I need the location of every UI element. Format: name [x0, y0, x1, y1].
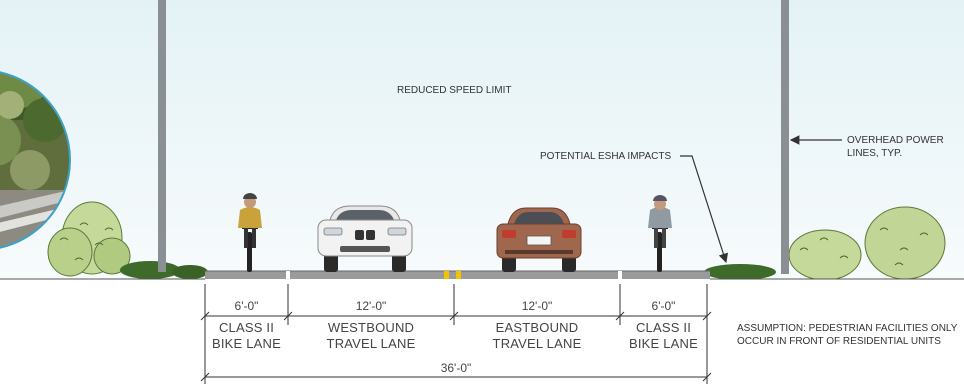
assumption-note: ASSUMPTION: PEDESTRIAN FACILITIES ONLY O… — [737, 322, 957, 348]
left-shrubs — [47, 201, 208, 279]
speed-limit-label: REDUCED SPEED LIMIT — [397, 85, 512, 96]
power-lines-label-line2: LINES, TYP. — [847, 148, 903, 159]
center-line-west — [444, 271, 449, 279]
lane-width-eastbound: 12'-0" — [521, 299, 553, 313]
lane-label-bike-left-line2: BIKE LANE — [212, 336, 281, 351]
bike-lane-stripe-left — [286, 271, 290, 279]
westbound-car — [317, 205, 413, 272]
lane-label-bike-right-line1: CLASS II — [635, 320, 692, 335]
lane-label-westbound-line1: WESTBOUND — [327, 320, 415, 335]
esha-impacts-label: POTENTIAL ESHA IMPACTS — [540, 151, 672, 162]
eastbound-car — [496, 207, 582, 272]
lane-width-bike-left: 6'-0" — [234, 299, 259, 313]
left-cyclist — [238, 193, 262, 272]
lane-width-bike-right: 6'-0" — [651, 299, 676, 313]
lane-label-bike-left-line1: CLASS II — [218, 320, 275, 335]
lane-label-bike-right-line2: BIKE LANE — [629, 336, 698, 351]
bike-lane-stripe-right — [618, 271, 622, 279]
right-utility-pole — [781, 0, 789, 274]
lane-label-westbound-line2: TRAVEL LANE — [326, 336, 416, 351]
center-line-east — [456, 271, 461, 279]
left-utility-pole — [158, 0, 166, 272]
ground — [0, 279, 964, 384]
lane-label-westbound: WESTBOUND TRAVEL LANE — [288, 320, 454, 352]
right-cyclist — [648, 195, 672, 272]
lane-label-bike-left: CLASS II BIKE LANE — [205, 320, 288, 352]
lane-label-eastbound-line1: EASTBOUND — [495, 320, 579, 335]
lane-label-bike-right: CLASS II BIKE LANE — [620, 320, 707, 352]
assumption-note-line2: OCCUR IN FRONT OF RESIDENTIAL UNITS — [737, 336, 941, 347]
total-width-label: 36'-0" — [440, 361, 472, 375]
assumption-note-line1: ASSUMPTION: PEDESTRIAN FACILITIES ONLY — [737, 323, 958, 334]
dimension-lines — [200, 284, 712, 384]
power-lines-label-line1: OVERHEAD POWER — [847, 135, 944, 146]
power-lines-label: OVERHEAD POWER LINES, TYP. — [847, 134, 944, 160]
lane-width-westbound: 12'-0" — [355, 299, 387, 313]
lane-label-eastbound-line2: TRAVEL LANE — [492, 336, 582, 351]
esha-leader-arrow — [680, 155, 729, 264]
lane-label-eastbound: EASTBOUND TRAVEL LANE — [454, 320, 620, 352]
